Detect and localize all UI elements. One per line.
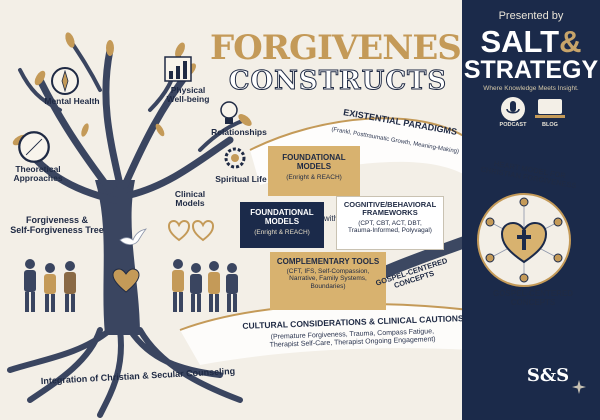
- title-line1: FORGIVENESS: [210, 28, 485, 68]
- bar-chart-icon: [164, 56, 192, 82]
- dove-icon: [119, 228, 148, 246]
- title-line2: CONSTRUCTS: [228, 66, 448, 97]
- forgiveness-tree: [7, 32, 252, 418]
- brand-salt: SALT: [480, 24, 560, 59]
- lightbulb-icon: [220, 101, 238, 124]
- compass-icon: [18, 131, 50, 163]
- card-foundational-top: FOUNDATIONAL MODELS (Enright & REACH): [268, 146, 360, 196]
- label-mental-health: Mental Health: [44, 96, 100, 106]
- label-physical-wellbeing: Physical Well-being: [166, 85, 210, 105]
- heart-model-circle: [477, 193, 571, 287]
- microphone-icon[interactable]: [500, 96, 526, 122]
- label-clinical-models: Clinical Models: [174, 189, 206, 209]
- card-complementary-detail: (CFT, IFS, Self-Compassion, Narrative, F…: [286, 268, 370, 290]
- branch-hearts: [168, 220, 214, 242]
- card-cognitive: COGNITIVE/BEHAVIORAL FRAMEWORKS (CPT, CB…: [336, 196, 444, 250]
- card-foundational-top-title: FOUNDATIONAL MODELS: [282, 153, 346, 171]
- heart-icon: [112, 268, 140, 293]
- with-word: with: [323, 214, 339, 223]
- label-tree-name: Forgiveness & Self-Forgiveness Tree: [10, 215, 104, 235]
- label-relationships: Relationships: [211, 127, 267, 137]
- card-foundational-mid-title: FOUNDATIONAL MODELS: [250, 208, 314, 226]
- cross-icon: [517, 230, 531, 250]
- brand-tagline: Where Knowledge Meets Insight.: [483, 85, 579, 92]
- brand-name-line1: SALT&: [462, 24, 600, 60]
- label-theoretical-approaches: Theoretical Approaches: [13, 164, 63, 184]
- laptop-icon[interactable]: [534, 96, 566, 122]
- card-cognitive-detail: (CPT, CBT, ACT, DBT, Trauma-Informed, Po…: [348, 219, 432, 234]
- card-foundational-top-detail: (Enright & REACH): [286, 173, 342, 181]
- heart-model-gospel: GOSPEL-CENTERED CONCEPTS: [492, 289, 573, 307]
- blog-label: BLOG: [542, 122, 558, 128]
- people-group: [24, 259, 238, 312]
- card-complementary: COMPLEMENTARY TOOLS (CFT, IFS, Self-Comp…: [270, 252, 386, 310]
- cultural-swoosh: [180, 304, 470, 365]
- brand-logo: S&S: [526, 365, 570, 386]
- brand-strategy: STRATEGY: [463, 56, 599, 84]
- card-cognitive-title: COGNITIVE/BEHAVIORAL FRAMEWORKS: [343, 200, 437, 218]
- podcast-label: PODCAST: [499, 122, 527, 128]
- presented-by: Presented by: [498, 10, 564, 22]
- label-spiritual-life: Spiritual Life: [215, 174, 267, 184]
- card-foundational-mid-detail: (Enright & REACH): [254, 228, 310, 236]
- card-complementary-title: COMPLEMENTARY TOOLS: [276, 257, 380, 266]
- sparkle-icon: [572, 380, 586, 394]
- compass-icon: [51, 67, 79, 95]
- existential-swoosh-edge: [249, 117, 471, 151]
- card-foundational-mid: FOUNDATIONAL MODELS (Enright & REACH): [240, 202, 324, 248]
- brand-amp: &: [559, 24, 582, 59]
- gears-icon: [224, 147, 246, 169]
